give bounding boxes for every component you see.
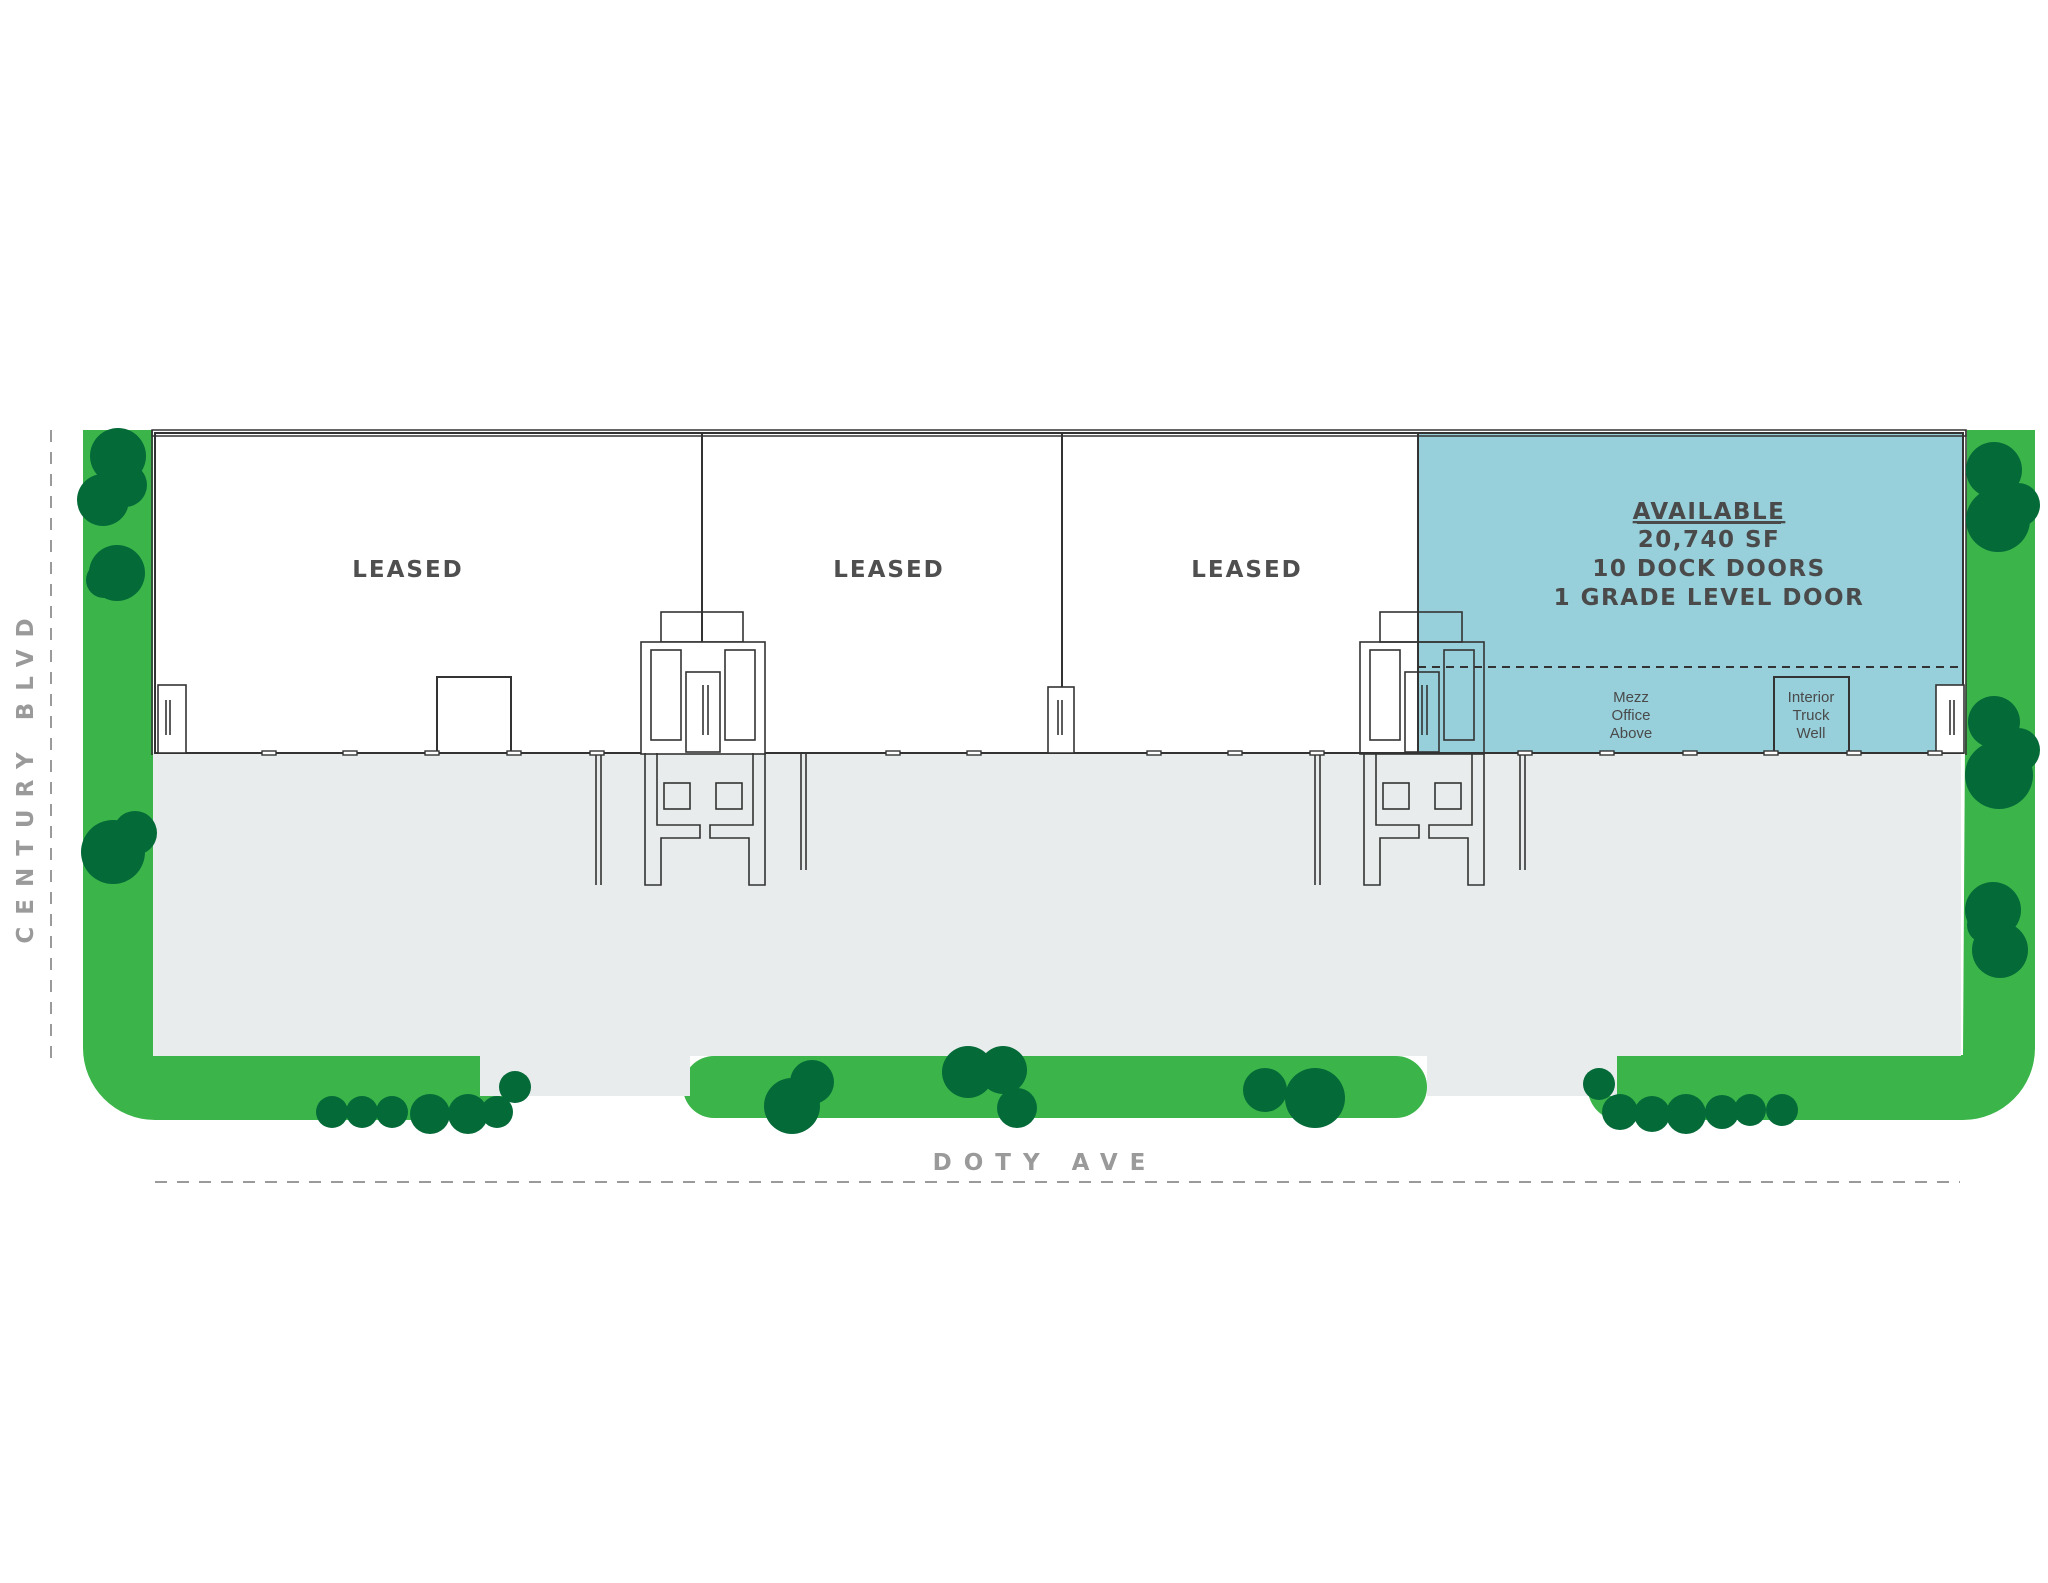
truck-well-line1: Interior [1788, 689, 1835, 706]
street-century-blvd: CENTURY BLVD [13, 606, 39, 943]
available-area: 20,740 SF [1638, 527, 1781, 553]
truck-court [153, 752, 1961, 1096]
tree-icon [77, 428, 2040, 1134]
building [151, 429, 1967, 755]
unit-2-label: LEASED [833, 557, 945, 583]
unit-available[interactable] [1417, 432, 1964, 754]
truck-well-line3: Well [1797, 725, 1826, 742]
available-heading: AVAILABLE [1633, 499, 1786, 525]
core-east [1314, 611, 1526, 886]
unit-1-label: LEASED [352, 557, 464, 583]
unit-leased-3[interactable] [1061, 432, 1419, 754]
landscape-center-island [683, 1056, 1427, 1118]
unit-leased-1[interactable] [154, 432, 703, 754]
street-doty-ave: DOTY AVE [933, 1150, 1158, 1176]
dock-door-icon [261, 750, 1943, 756]
truck-well-line2: Truck [1793, 707, 1830, 724]
interior-truck-well [1773, 676, 1850, 754]
mezz-label-line3: Above [1610, 725, 1653, 742]
unit-3-label: LEASED [1191, 557, 1303, 583]
core-west [595, 611, 807, 886]
available-grade-door: 1 GRADE LEVEL DOOR [1554, 585, 1865, 611]
stair-icon [157, 684, 1965, 754]
office-box [436, 676, 512, 754]
available-dock-doors: 10 DOCK DOORS [1592, 556, 1825, 582]
mezz-label-line1: Mezz [1613, 689, 1649, 706]
mezz-label-line2: Office [1612, 707, 1651, 724]
